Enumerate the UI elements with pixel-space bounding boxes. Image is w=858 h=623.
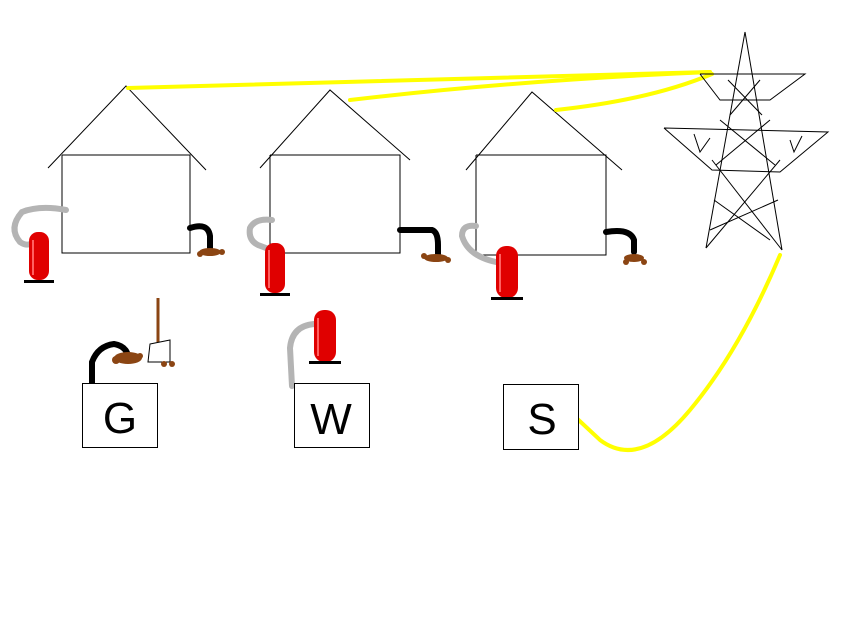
gas-box: G <box>82 383 158 448</box>
power-line-house-1 <box>126 70 712 90</box>
house-2-walls <box>269 154 401 254</box>
power-line-house-3 <box>554 72 714 112</box>
house-1-water-pipe <box>11 204 69 248</box>
supply-box: S <box>503 384 579 450</box>
power-line-house-2 <box>348 70 712 102</box>
house-3-roof <box>465 91 623 171</box>
gas-box-label: G <box>103 394 137 443</box>
water-hydrant <box>309 310 341 364</box>
house-1 <box>47 85 207 254</box>
house-2-sewage-pipe <box>397 227 451 263</box>
water-box: W <box>294 383 370 448</box>
house-3-hydrant <box>491 246 523 300</box>
house-1-sewage-pipe <box>187 223 225 257</box>
shovel-icon <box>147 298 175 367</box>
house-2-hydrant <box>260 243 290 296</box>
water-pipe <box>286 320 321 389</box>
house-2-water-pipe <box>246 216 275 251</box>
house-3 <box>465 91 623 256</box>
house-3-sewage-pipe <box>603 228 647 265</box>
power-lines <box>126 70 782 452</box>
pylon <box>663 31 830 251</box>
gas-pipe <box>89 340 143 387</box>
house-3-water-pipe <box>458 222 499 265</box>
water-box-label: W <box>310 395 352 444</box>
supply-box-label: S <box>527 395 556 444</box>
power-line-supply <box>568 253 782 452</box>
house-1-hydrant <box>24 232 54 283</box>
house-3-walls <box>475 154 607 256</box>
house-2 <box>259 89 411 254</box>
house-1-roof <box>47 85 207 171</box>
house-2-roof <box>259 89 411 169</box>
house-1-walls <box>61 154 191 254</box>
